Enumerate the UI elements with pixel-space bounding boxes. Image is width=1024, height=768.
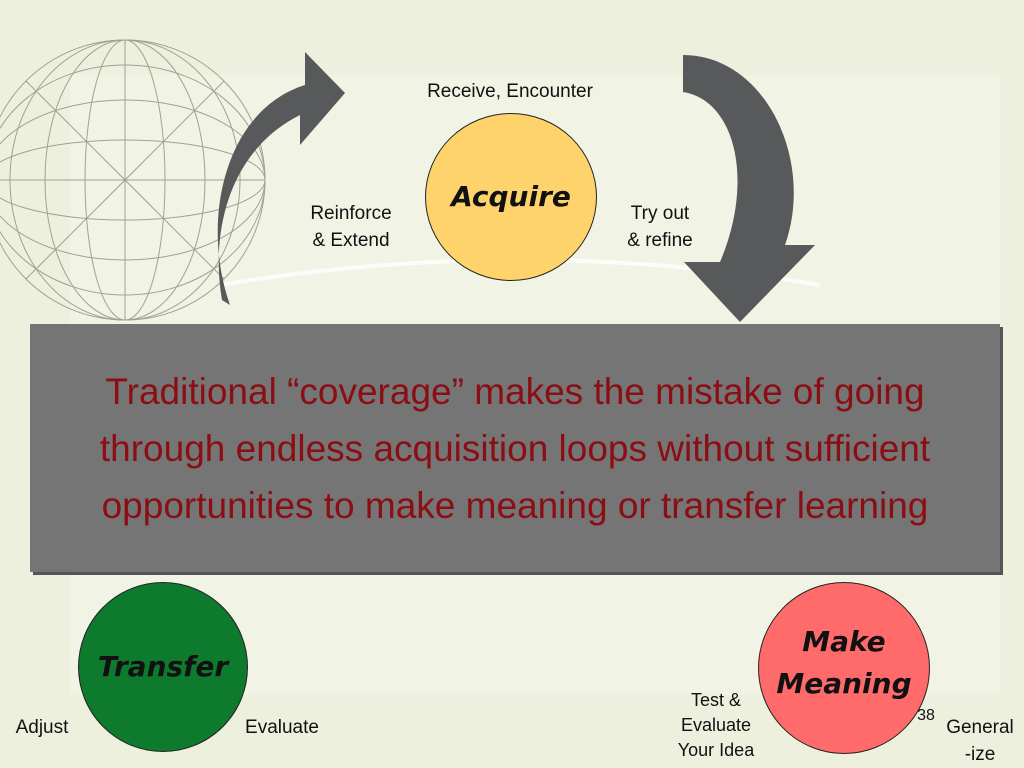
make-meaning-node: Make Meaning — [758, 582, 930, 754]
evaluate-label: Evaluate — [245, 717, 319, 738]
try-out-refine-label: Try out & refine — [627, 203, 693, 251]
right-curved-arrow-icon — [683, 55, 815, 322]
callout-text: Traditional “coverage” makes the mistake… — [99, 370, 931, 526]
test-evaluate-label: Test & Evaluate Your Idea — [677, 690, 755, 760]
left-curved-arrow-icon — [217, 52, 345, 305]
make-meaning-label: Make Meaning — [776, 625, 912, 700]
reinforce-extend-label: Reinforce & Extend — [310, 203, 392, 251]
transfer-node: Transfer — [78, 582, 248, 752]
slide-number: 38 — [917, 707, 935, 724]
globe-wireframe-icon — [0, 39, 266, 321]
generalize-label: General -ize — [946, 717, 1014, 765]
acquire-label: Acquire — [451, 180, 571, 213]
receive-encounter-label: Receive, Encounter — [427, 81, 593, 102]
callout-box: Traditional “coverage” makes the mistake… — [30, 324, 1000, 572]
acquire-node: Acquire — [425, 113, 597, 281]
adjust-label: Adjust — [15, 717, 69, 738]
transfer-label: Transfer — [97, 650, 229, 683]
